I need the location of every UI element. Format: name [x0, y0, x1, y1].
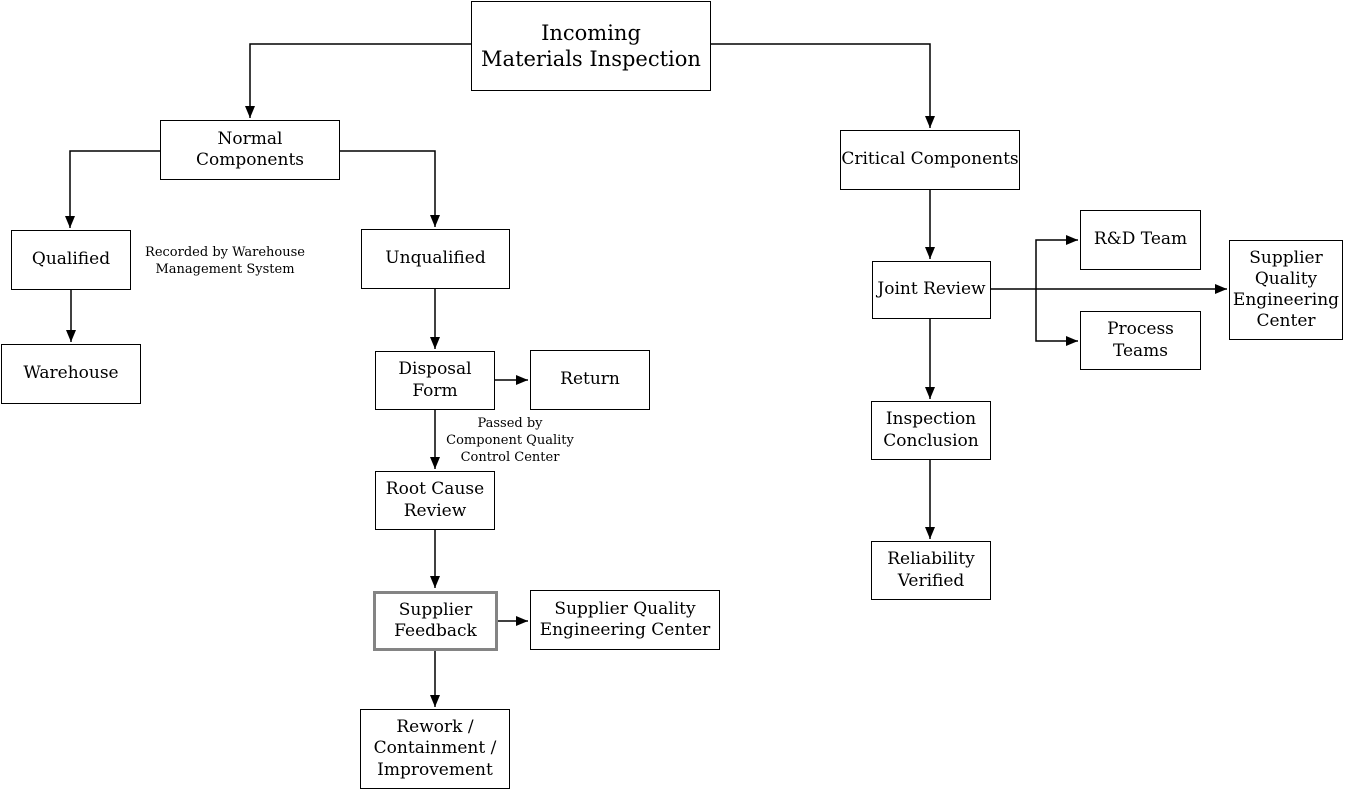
node-supplier-feedback[interactable]: Supplier Feedback	[373, 591, 498, 651]
node-critical-components[interactable]: Critical Components	[840, 130, 1020, 190]
node-joint-review[interactable]: Joint Review	[872, 261, 991, 319]
node-rd-team[interactable]: R&D Team	[1080, 210, 1201, 270]
node-disposal-form[interactable]: Disposal Form	[375, 351, 495, 410]
edge-joint-review-to-rd-team	[1035, 235, 1078, 289]
node-return[interactable]: Return	[530, 350, 650, 410]
node-inspection-conclusion[interactable]: Inspection Conclusion	[871, 401, 991, 460]
edge-normal-to-unqualified	[340, 150, 440, 227]
edge-incoming-to-critical-components	[711, 43, 935, 128]
node-qualified[interactable]: Qualified	[11, 230, 131, 290]
node-root-cause-review[interactable]: Root Cause Review	[375, 471, 495, 530]
node-reliability-verified[interactable]: Reliability Verified	[871, 541, 991, 600]
node-incoming-materials-inspection[interactable]: Incoming Materials Inspection	[471, 1, 711, 91]
node-warehouse[interactable]: Warehouse	[1, 344, 141, 404]
annotation-passed-by-component-quality-control-center: Passed by Component Quality Control Cent…	[446, 416, 574, 465]
node-supplier-quality-engineering-center[interactable]: Supplier Quality Engineering Center	[530, 590, 720, 650]
edge-normal-to-qualified	[65, 150, 160, 228]
node-process-teams[interactable]: Process Teams	[1080, 311, 1201, 370]
node-supplier-quality-engineering-center-right[interactable]: Supplier Quality Engineering Center	[1229, 240, 1343, 340]
node-rework-containment-improvement[interactable]: Rework / Containment / Improvement	[360, 709, 510, 789]
node-normal-components[interactable]: Normal Components	[160, 120, 340, 180]
annotation-recorded-by-warehouse-management-system: Recorded by Warehouse Management System	[145, 245, 305, 277]
edge-joint-review-to-process-teams	[1035, 289, 1078, 346]
edge-incoming-to-normal-components	[245, 43, 471, 118]
node-unqualified[interactable]: Unqualified	[361, 229, 510, 289]
